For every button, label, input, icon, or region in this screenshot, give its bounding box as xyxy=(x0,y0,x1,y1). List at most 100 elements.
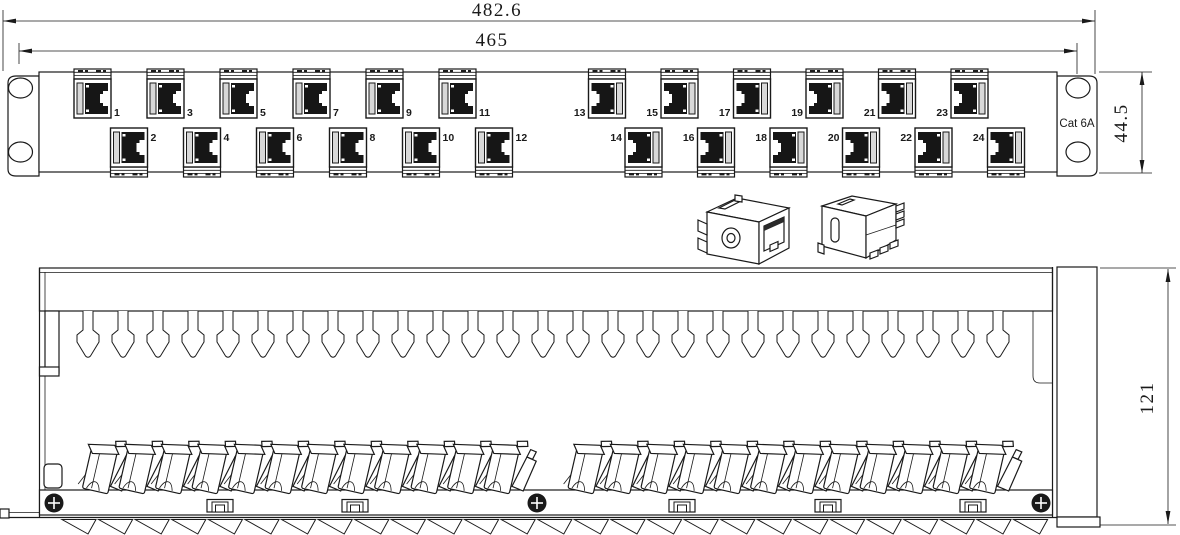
rear-cable-bar xyxy=(38,267,1054,312)
port-number-label: 14 xyxy=(610,132,622,144)
front-flap xyxy=(389,519,427,535)
cable-management-hooks xyxy=(76,311,1010,358)
rj45-latch-notch xyxy=(845,140,854,155)
front-flap xyxy=(499,519,537,535)
dimension-overall-width-value: 482.6 xyxy=(472,0,522,21)
rj45-port-3: 3 xyxy=(146,68,193,119)
rj45-port-6: 6 xyxy=(255,127,303,178)
front-view: 123456789101112131415161718192021222324 … xyxy=(7,68,1098,178)
port-number-label: 5 xyxy=(260,107,266,119)
rj45-port-9: 9 xyxy=(365,68,412,119)
rj45-latch-notch xyxy=(736,91,745,106)
front-flap xyxy=(645,519,683,535)
front-flap xyxy=(938,519,976,535)
mounting-hole xyxy=(1065,77,1091,99)
rj45-latch-notch xyxy=(209,140,218,155)
keystone-modules xyxy=(77,440,1023,495)
front-port-flaps xyxy=(60,519,1049,535)
rj45-latch-notch xyxy=(465,91,473,106)
cable-tie-clip xyxy=(206,498,234,513)
rj45-latch-notch xyxy=(173,91,181,106)
front-flap xyxy=(682,519,720,535)
rj45-port-1: 1 xyxy=(73,68,120,119)
cable-hook xyxy=(496,311,520,358)
right-bracket xyxy=(1032,311,1052,384)
cable-hook xyxy=(251,311,275,358)
rj45-port-22: 22 xyxy=(900,127,953,178)
screw xyxy=(44,493,64,513)
rj45-port-19: 19 xyxy=(791,68,844,119)
rj45-port-10: 10 xyxy=(401,127,454,178)
rj45-latch-notch xyxy=(809,91,817,106)
bar-hardware xyxy=(44,493,1051,513)
cable-hook xyxy=(76,311,100,358)
rj45-latch-notch xyxy=(501,140,510,155)
front-flap xyxy=(901,519,939,535)
rj45-port-23: 23 xyxy=(936,68,989,119)
port-number-label: 19 xyxy=(791,107,803,119)
rj45-latch-notch xyxy=(990,140,999,155)
cable-hook xyxy=(146,311,170,358)
left-ear-edge xyxy=(0,508,10,519)
rj45-port-7: 7 xyxy=(292,68,339,119)
cable-hook xyxy=(986,311,1010,358)
port-number-label: 9 xyxy=(406,107,412,119)
cable-hook xyxy=(951,311,975,358)
front-flap xyxy=(133,519,171,535)
rj45-latch-notch xyxy=(773,140,781,155)
port-number-label: 7 xyxy=(333,107,339,119)
cable-hook xyxy=(391,311,415,358)
front-flap xyxy=(60,519,97,535)
keystone-module xyxy=(672,440,731,495)
rj45-latch-notch xyxy=(319,91,327,106)
dimension-panel-depth: 121 xyxy=(1100,267,1176,526)
cable-hook xyxy=(601,311,625,358)
dimension-hole-span: 465 xyxy=(18,30,1078,74)
port-number-label: 18 xyxy=(755,132,767,144)
rj45-latch-notch xyxy=(392,91,400,106)
rj45-port-17: 17 xyxy=(719,68,772,119)
rj45-port-15: 15 xyxy=(646,68,699,119)
keystone-module xyxy=(369,440,428,495)
front-flap xyxy=(718,519,756,535)
rj45-port-13: 13 xyxy=(574,68,627,119)
rj45-port-5: 5 xyxy=(219,68,266,119)
cable-hook xyxy=(566,311,590,358)
cable-hook xyxy=(181,311,205,358)
port-number-label: 4 xyxy=(224,132,230,144)
keystone-jack-rear-illustration xyxy=(817,195,905,260)
cable-hook xyxy=(741,311,765,358)
screw xyxy=(527,493,547,513)
cable-hook xyxy=(671,311,695,358)
cable-hook xyxy=(776,311,800,358)
front-flap xyxy=(792,519,829,535)
dimension-hole-span-value: 465 xyxy=(476,30,509,51)
front-flap xyxy=(169,519,207,535)
cable-hook xyxy=(531,311,555,358)
rj45-latch-notch xyxy=(954,91,962,106)
left-lower-bracket xyxy=(43,463,63,489)
port-number-label: 12 xyxy=(516,132,528,144)
cable-tie-clip xyxy=(668,498,696,513)
port-number-label: 1 xyxy=(114,107,120,119)
rj45-latch-notch xyxy=(355,140,364,155)
port-number-label: 2 xyxy=(151,132,157,144)
port-number-label: 11 xyxy=(479,107,490,119)
rj45-latch-notch xyxy=(100,91,108,106)
dimension-panel-height-value: 44.5 xyxy=(1111,103,1132,142)
keystone-module xyxy=(479,440,538,495)
cable-tie-clip xyxy=(959,498,987,513)
rj45-latch-notch xyxy=(881,91,890,106)
front-flap xyxy=(1011,519,1049,535)
rj45-port-14: 14 xyxy=(610,127,663,178)
keystone-module xyxy=(636,440,695,495)
cable-hook xyxy=(461,311,485,358)
cable-hook xyxy=(216,311,240,358)
cable-hook xyxy=(636,311,660,358)
rear-view xyxy=(0,266,1101,535)
right-ear-plate xyxy=(1056,266,1098,518)
rj45-latch-notch xyxy=(664,91,672,106)
